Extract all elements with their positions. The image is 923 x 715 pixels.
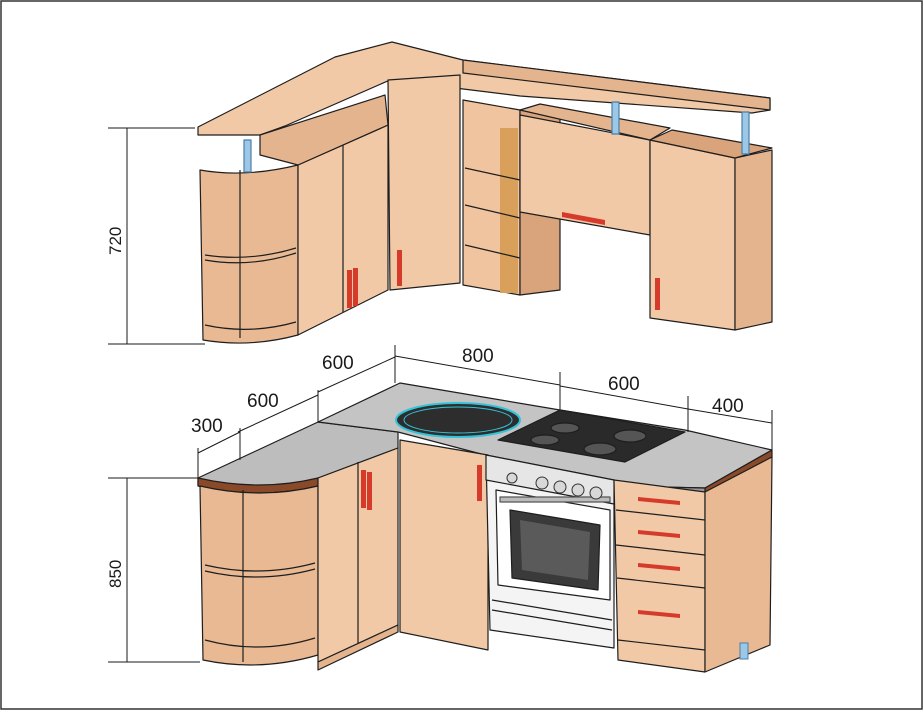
handle-drawer-4 <box>638 610 680 618</box>
lower-cabinets <box>197 382 773 673</box>
dim-label-corner-shelf: 300 <box>191 416 223 437</box>
handle-upper-left-2 <box>353 268 358 306</box>
oven-knobs <box>506 472 603 500</box>
dim-label-left-depth: 600 <box>247 391 279 412</box>
dim-label-upper-height: 720 <box>106 227 125 255</box>
handle-lower-corner <box>477 465 482 501</box>
oven-handle <box>499 496 611 503</box>
hob-burner-3 <box>530 434 560 446</box>
knob-2 <box>535 476 549 490</box>
dim-label-center-run: 800 <box>462 346 494 367</box>
upper-right-cabinet <box>649 139 736 331</box>
dim-line-left-run <box>317 356 396 393</box>
handle-drawer-1 <box>638 497 680 505</box>
knob-1 <box>506 472 518 484</box>
dim-line-stove <box>559 385 689 410</box>
upper-handles <box>347 212 660 310</box>
dim-line-left-depth <box>237 394 319 433</box>
hob-surface <box>497 409 686 463</box>
dim-label-lower-height: 850 <box>106 560 125 588</box>
knob-4 <box>571 483 585 497</box>
upper-cabinets <box>197 41 773 344</box>
lower-corner-door <box>399 439 489 651</box>
support-post-right <box>741 111 750 155</box>
support-post-left <box>243 139 252 173</box>
hob-burner-4 <box>583 442 617 456</box>
handle-lower-left-1 <box>361 470 366 508</box>
handle-lower-left-2 <box>367 472 372 510</box>
upper-right-top-edge <box>462 59 771 111</box>
handle-upper-corner <box>397 250 402 286</box>
dim-line-right <box>687 408 773 424</box>
knob-3 <box>553 480 567 494</box>
dim-label-left-run: 600 <box>322 353 354 374</box>
handle-upper-right <box>655 278 660 310</box>
dimension-lines <box>108 127 773 663</box>
upper-corner-shelf-unit <box>199 164 299 344</box>
handle-drawer-3 <box>638 563 680 571</box>
lower-handles <box>361 465 680 618</box>
dim-line-center-run <box>394 355 561 386</box>
round-burner <box>395 402 521 438</box>
upper-left-ledge <box>259 94 389 166</box>
dim-label-right: 400 <box>712 396 744 417</box>
lower-drawer-unit <box>613 479 706 673</box>
handle-upper-flip <box>562 212 605 225</box>
hob-burner-2 <box>613 429 647 443</box>
support-post-mid <box>611 101 620 135</box>
handle-upper-left-1 <box>347 270 352 308</box>
hob-burner-1 <box>550 422 580 434</box>
upper-corner-door <box>387 74 461 291</box>
handle-drawer-2 <box>638 530 680 538</box>
dim-line-corner-shelf <box>197 431 241 454</box>
dim-label-stove: 600 <box>608 374 640 395</box>
knob-5 <box>589 486 603 500</box>
lower-corner-shelf-unit <box>199 485 319 666</box>
cabinet-leg <box>739 642 749 660</box>
